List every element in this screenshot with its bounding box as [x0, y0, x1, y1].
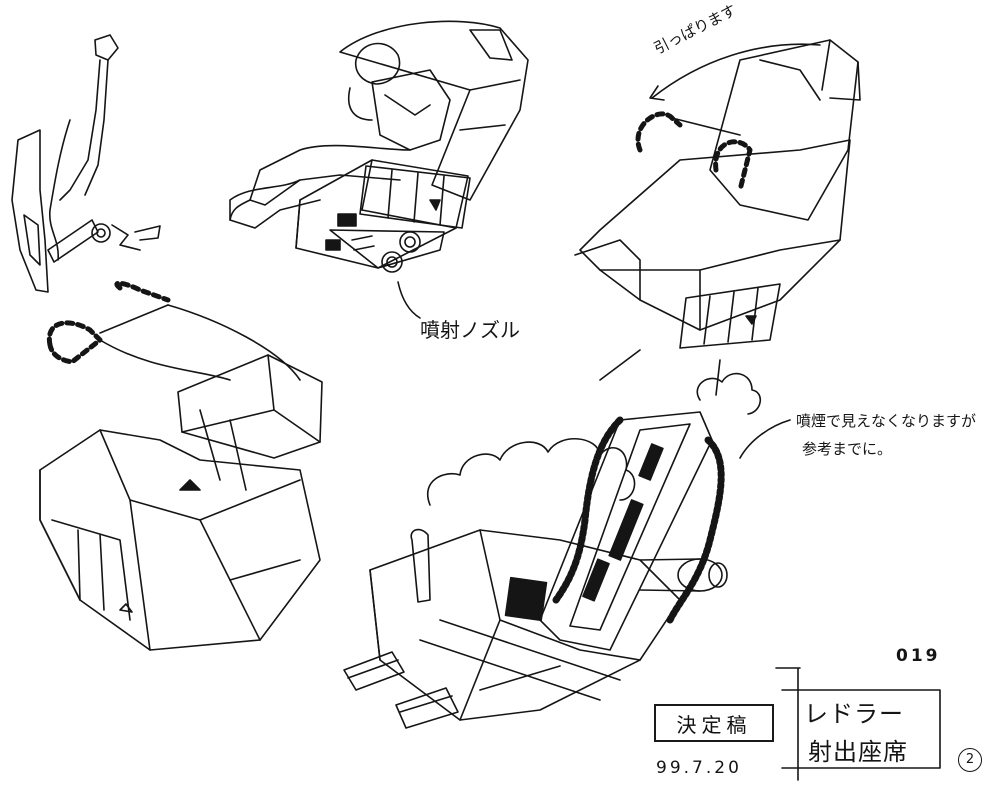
status-stamp-text: 決定稿 [676, 712, 752, 737]
cockpit-rail-drawing [344, 374, 790, 728]
title-line2: 射出座席 [808, 738, 908, 766]
title-line1: レドラー [804, 700, 904, 728]
page-mark: 2 [958, 748, 982, 772]
seat-with-pilot-drawing [230, 21, 528, 318]
nozzle-label: 噴射ノズル [420, 318, 520, 342]
smoke-note-line1: 噴煙で見えなくなりますが [796, 412, 977, 430]
status-stamp: 決定稿 [654, 704, 774, 742]
seat-rear-view-drawing [40, 283, 322, 650]
sheet-number: 019 [896, 646, 941, 666]
seat-with-pull-handles-drawing [575, 40, 860, 395]
title-block-frame [776, 668, 940, 780]
date: 99.7.20 [656, 758, 742, 778]
ejection-rail-drawing [12, 35, 160, 292]
smoke-note-line2: 参考までに。 [802, 440, 893, 458]
